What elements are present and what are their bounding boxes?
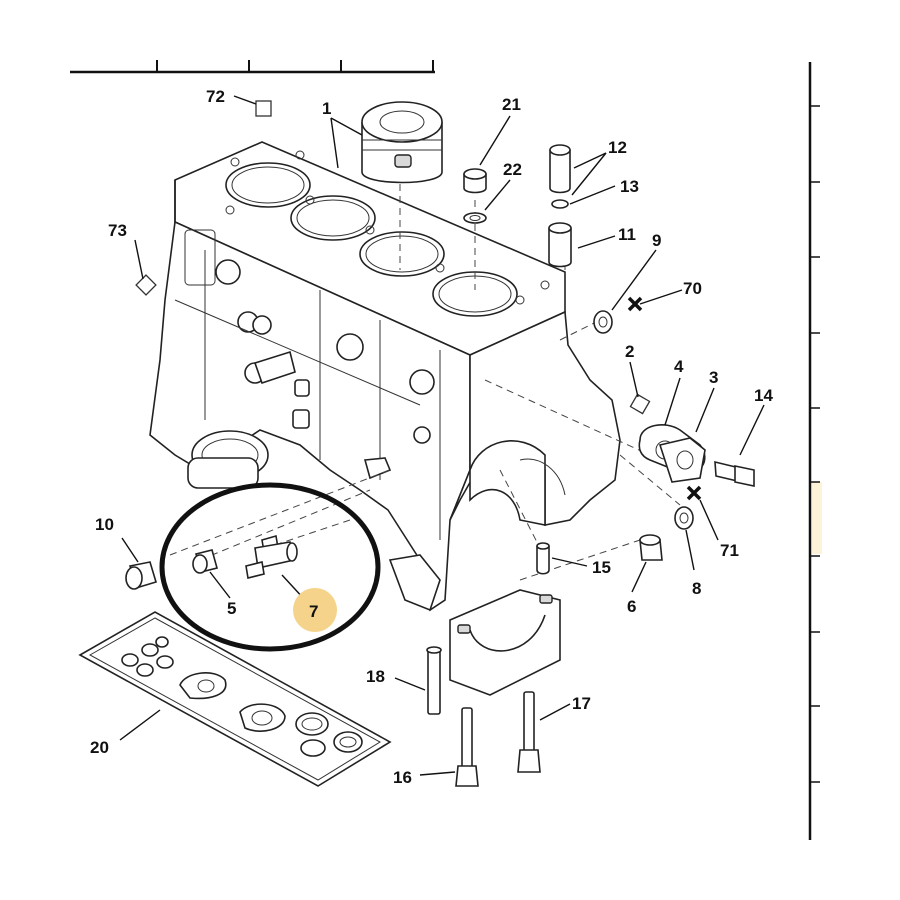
- callout-22: 22: [503, 160, 522, 179]
- piston: [361, 101, 443, 184]
- callout-17: 17: [572, 694, 591, 713]
- callout-8: 8: [692, 579, 701, 598]
- dowel-15: [536, 542, 550, 575]
- plug-6: [639, 506, 694, 561]
- oil-jet: [548, 144, 572, 268]
- callout-5: 5: [227, 599, 236, 618]
- bearing-cap: [449, 589, 561, 696]
- bolts-bottom: [426, 646, 541, 787]
- callout-7: 7: [309, 602, 318, 621]
- gasket-set: [78, 611, 392, 787]
- callout-2: 2: [625, 342, 634, 361]
- callout-72: 72: [206, 87, 225, 106]
- callout-70: 70: [683, 279, 702, 298]
- flange-parts: [638, 424, 755, 487]
- cross-icon: [686, 485, 702, 501]
- bolt-21: [463, 168, 487, 224]
- callout-12: 12: [608, 138, 627, 157]
- callout-13: 13: [620, 177, 639, 196]
- callout-4: 4: [674, 357, 684, 376]
- callout-11: 11: [618, 225, 636, 244]
- callout-labels: 72 1 21 22 12 13 11 9 70 73 2 4 3 14 71 …: [90, 87, 773, 787]
- callout-10: 10: [95, 515, 114, 534]
- callout-15: 15: [592, 558, 611, 577]
- diamond-icon: [135, 274, 157, 296]
- top-ruler: [70, 60, 435, 74]
- square-icon: [255, 100, 272, 117]
- callout-71: 71: [720, 541, 739, 560]
- callout-14: 14: [754, 386, 773, 405]
- callout-1: 1: [322, 99, 331, 118]
- callout-16: 16: [393, 768, 412, 787]
- callout-21: 21: [502, 95, 521, 114]
- highlight-circle: [159, 482, 381, 652]
- cross-icon: [627, 296, 643, 312]
- engine-block: [149, 141, 621, 612]
- seal-9: [593, 310, 613, 334]
- leader-lines: [119, 95, 765, 776]
- right-ruler: [808, 62, 822, 840]
- highlight-badge: [293, 588, 337, 632]
- callout-3: 3: [709, 368, 718, 387]
- diamond-icon: [629, 393, 651, 415]
- callout-73: 73: [108, 221, 127, 240]
- callout-18: 18: [366, 667, 385, 686]
- small-parts-left: [125, 534, 298, 590]
- callout-20: 20: [90, 738, 109, 757]
- callout-9: 9: [652, 231, 661, 250]
- callout-6: 6: [627, 597, 636, 616]
